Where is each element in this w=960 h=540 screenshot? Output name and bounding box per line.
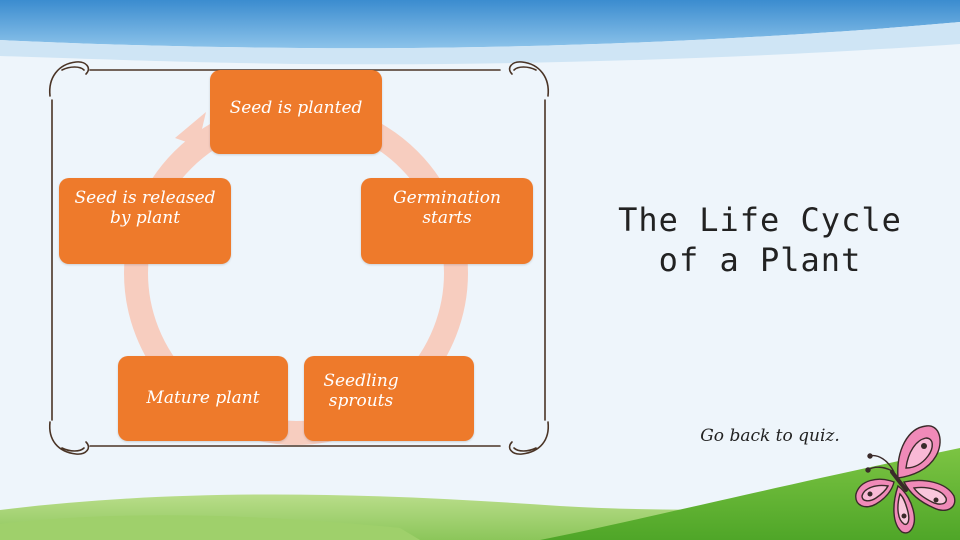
- butterfly-icon: [855, 425, 956, 534]
- stage-seed-planted: Seed is planted: [210, 70, 382, 154]
- frame-corner-bottom-right: [508, 421, 549, 455]
- sky-band-light: [0, 22, 960, 65]
- stage-seed-released: Seed is released by plant: [59, 178, 231, 264]
- hill-left: [0, 515, 420, 540]
- stage-label: Germination starts: [393, 188, 501, 228]
- frame-corner-bottom-left: [49, 421, 90, 455]
- sky-band: [0, 0, 960, 49]
- go-back-to-quiz-link[interactable]: Go back to quiz.: [700, 426, 840, 446]
- stage-label: Seed is released by plant: [74, 188, 216, 228]
- frame-corner-top-left: [49, 61, 90, 97]
- frame-corner-top-right: [508, 61, 549, 97]
- stage-seedling: Seedling sprouts: [304, 356, 474, 441]
- cycle-arrowhead: [175, 112, 206, 146]
- stage-label: Seed is planted: [229, 98, 363, 118]
- title-line-2: of a Plant: [658, 241, 862, 279]
- page-title: The Life Cycle of a Plant: [605, 200, 915, 280]
- hill-front: [540, 448, 960, 540]
- title-line-1: The Life Cycle: [618, 201, 902, 239]
- stage-mature-plant: Mature plant: [118, 356, 288, 441]
- stage-germination: Germination starts: [361, 178, 533, 264]
- stage-label: Mature plant: [146, 387, 260, 408]
- stage-label: Seedling sprouts: [323, 370, 399, 411]
